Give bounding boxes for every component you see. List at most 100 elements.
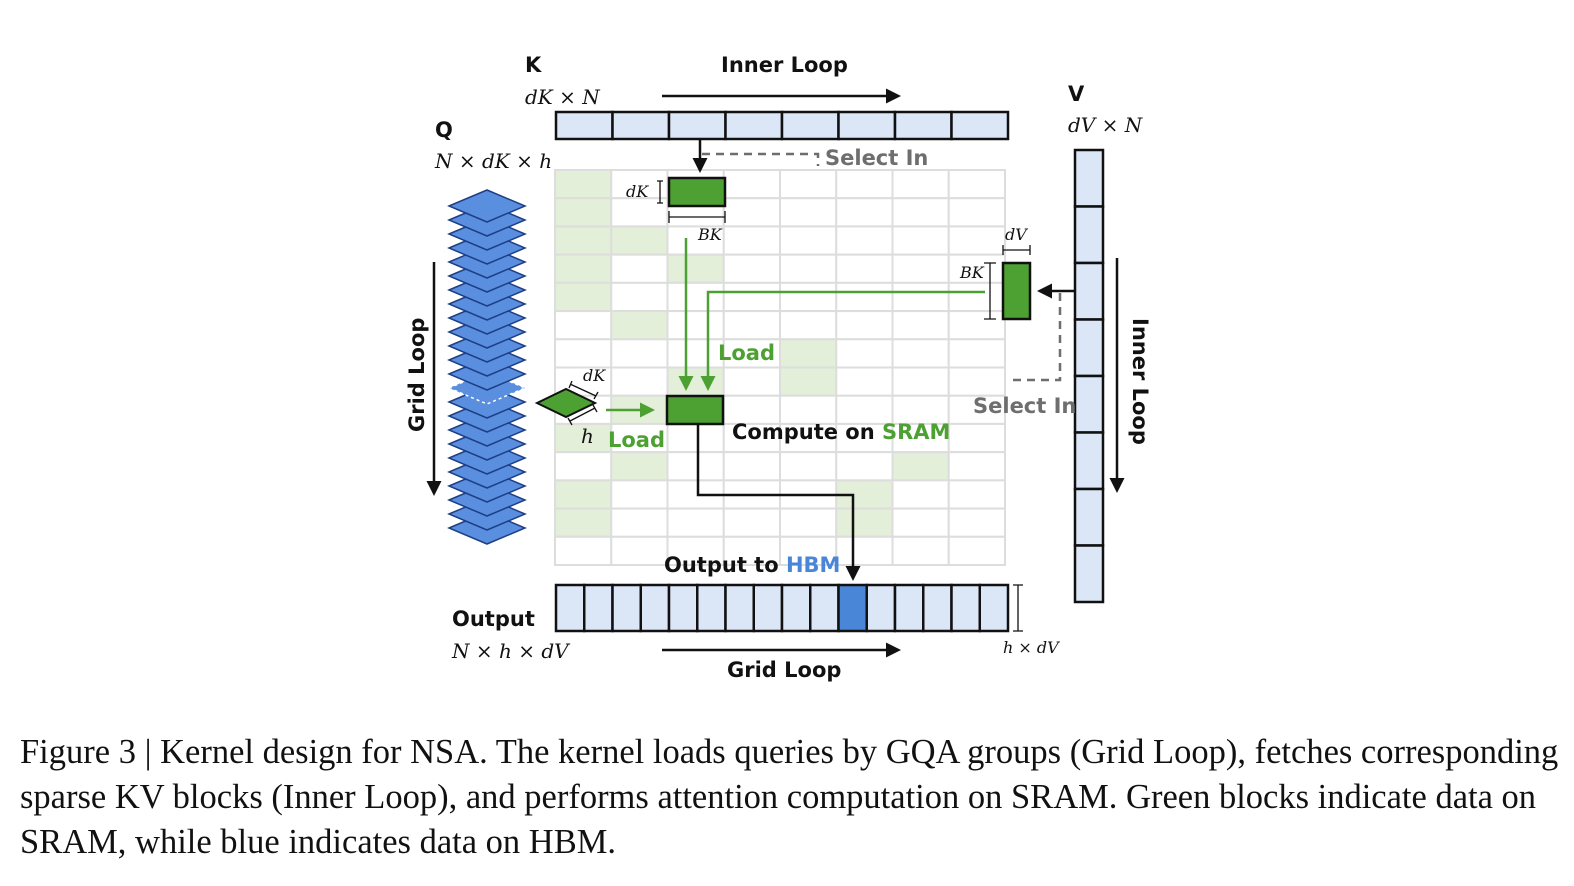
- grid-cell: [779, 253, 838, 284]
- v-cell: [1073, 431, 1105, 491]
- k-cell: [837, 110, 897, 141]
- grid-cell: [835, 225, 894, 256]
- grid-cell: [610, 281, 669, 313]
- output-height-bracket: [1013, 584, 1023, 632]
- output-cell: [752, 583, 784, 633]
- v-cell: [1073, 205, 1105, 265]
- grid-cell: [891, 310, 950, 341]
- v-block-bk-bracket: [984, 262, 996, 320]
- grid-cell: [779, 507, 838, 538]
- load-kv-label: Load: [718, 341, 775, 365]
- grid-cell: [666, 535, 725, 566]
- output-label: Output: [452, 607, 535, 631]
- compute-sram-block: [665, 394, 725, 426]
- grid-cell: [722, 197, 781, 228]
- output-to-hbm-label: Output to HBM: [664, 553, 840, 577]
- q-group: [447, 189, 527, 223]
- q-block-h-label: h: [581, 424, 594, 448]
- grid-cell: [835, 310, 894, 341]
- grid-cell: [554, 197, 613, 228]
- grid-cell: [554, 451, 613, 482]
- grid-cell: [779, 451, 838, 482]
- compute-on-sram-label: Compute on SRAM: [732, 420, 950, 444]
- load-q-label: Load: [608, 428, 665, 452]
- k-cell: [780, 110, 840, 141]
- grid-cell: [610, 310, 669, 341]
- v-matrix-blocks: [1073, 148, 1105, 604]
- grid-cell: [891, 535, 950, 566]
- grid-cell: [835, 197, 894, 228]
- grid-loop-left-label: Grid Loop: [405, 318, 429, 432]
- k-select-dashed-line: [702, 152, 820, 166]
- grid-cell: [779, 422, 838, 454]
- output-cell: [667, 583, 699, 633]
- grid-cell: [554, 169, 613, 200]
- grid-cell: [722, 422, 781, 454]
- v-cell: [1073, 487, 1105, 547]
- grid-cell: [666, 422, 725, 454]
- grid-cell: [666, 451, 725, 482]
- output-cell: [950, 583, 981, 633]
- q-groups-stack: [447, 189, 527, 545]
- v-cell: [1073, 318, 1105, 378]
- grid-cell: [610, 535, 669, 566]
- output-blocks: [554, 583, 1010, 633]
- grid-cell: [947, 535, 1006, 566]
- output-cell: [724, 583, 755, 633]
- grid-cell: [610, 366, 669, 397]
- compute-prefix: Compute on: [732, 420, 882, 444]
- q-block-dk-label: dK: [583, 366, 606, 385]
- v-block-dv-label: dV: [1005, 225, 1028, 244]
- output-cell: [639, 583, 671, 633]
- grid-cell: [722, 253, 781, 284]
- output-cell: [922, 583, 953, 633]
- grid-cell: [779, 197, 838, 228]
- grid-cell: [554, 479, 613, 510]
- output-arrow: [696, 424, 861, 581]
- grid-cell: [891, 479, 950, 510]
- grid-cell: [891, 281, 950, 313]
- grid-cell: [554, 225, 613, 256]
- grid-cell: [722, 225, 781, 256]
- compute-sram-word: SRAM: [882, 420, 950, 444]
- v-dims: dV × N: [1068, 113, 1144, 137]
- q-block-dk-bracket: [568, 380, 599, 400]
- grid-cell: [610, 253, 669, 284]
- k-block-bk-label: BK: [697, 225, 723, 244]
- grid-cell: [610, 225, 669, 256]
- k-block-dk-label: dK: [626, 182, 649, 201]
- grid-cell: [835, 169, 894, 200]
- k-cell: [667, 110, 727, 141]
- grid-cell: [666, 310, 725, 341]
- v-cell: [1073, 261, 1105, 321]
- output-hbm-cell: [837, 583, 868, 633]
- grid-cell: [947, 310, 1006, 341]
- grid-cell: [779, 310, 838, 341]
- grid-cell: [947, 225, 1006, 256]
- grid-cell: [722, 451, 781, 482]
- grid-cell: [891, 197, 950, 228]
- grid-cell: [779, 169, 838, 200]
- q-dims: N × dK × h: [434, 149, 552, 173]
- k-sram-block: [667, 176, 727, 208]
- grid-cell: [610, 338, 669, 369]
- select-in-v-label: Select In: [973, 394, 1076, 418]
- k-block-bk-bracket: [668, 211, 726, 223]
- grid-cell: [835, 366, 894, 397]
- grid-cell: [722, 535, 781, 566]
- q-block-h-bracket: [567, 404, 598, 426]
- k-matrix-blocks: [554, 110, 1010, 141]
- grid-cell: [722, 366, 781, 397]
- grid-cell: [722, 310, 781, 341]
- grid-cell: [554, 281, 613, 313]
- v-cell: [1073, 148, 1105, 208]
- v-load-arrow: [700, 290, 985, 391]
- output-cell: [780, 583, 812, 633]
- grid-cell: [666, 366, 725, 397]
- output-cell: [554, 583, 586, 633]
- k-cell: [724, 110, 784, 141]
- inner-loop-top-label: Inner Loop: [721, 53, 848, 77]
- grid-cell: [891, 225, 950, 256]
- grid-cell: [554, 535, 613, 566]
